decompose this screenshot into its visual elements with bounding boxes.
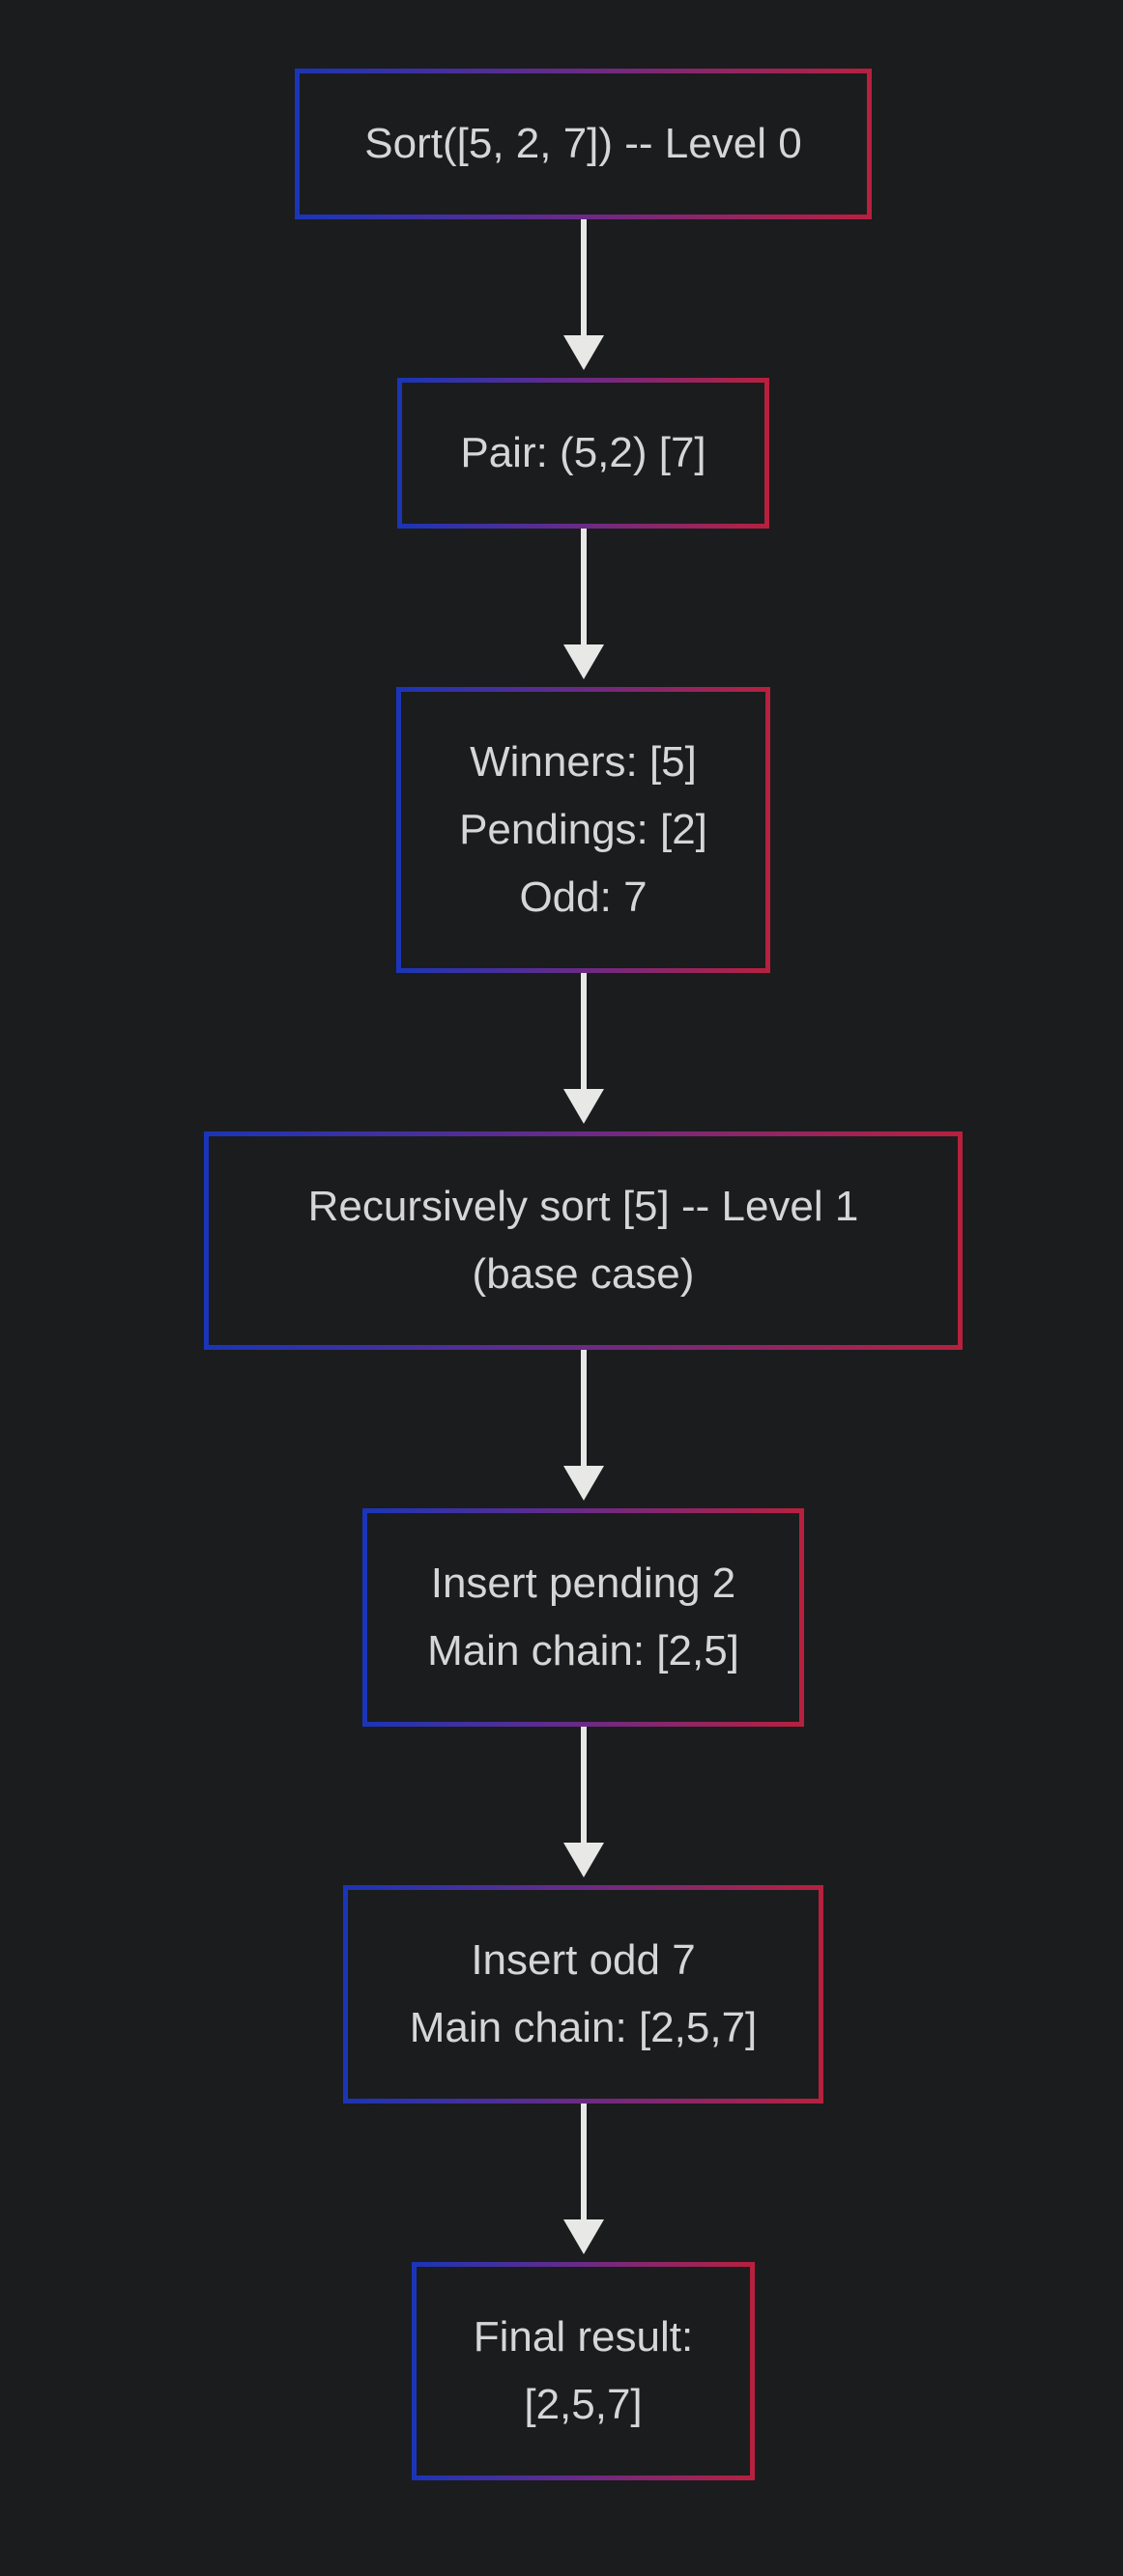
node-text-line: Pair: (5,2) [7] [460,429,706,476]
node-insert-odd: Insert odd 7 Main chain: [2,5,7] [343,1885,823,2104]
node-final-result: Final result: [2,5,7] [412,2262,755,2480]
node-text-line: Insert odd 7 [471,1936,696,1984]
node-text-line: Winners: [5] [470,738,697,786]
node-text-line: Pendings: [2] [459,806,707,853]
arrow-head [563,644,604,679]
node-winners-pendings-odd: Winners: [5] Pendings: [2] Odd: 7 [396,687,770,973]
arrow-head [563,1466,604,1501]
node-text-line: Recursively sort [5] -- Level 1 [307,1183,859,1230]
arrow-head [563,2219,604,2254]
arrow-head [563,335,604,370]
node-text-line: Odd: 7 [519,873,648,921]
node-recursive-sort-level-1: Recursively sort [5] -- Level 1 (base ca… [204,1131,963,1350]
node-text-line: Final result: [473,2313,694,2361]
arrow-head [563,1843,604,1877]
node-insert-pending: Insert pending 2 Main chain: [2,5] [362,1508,804,1727]
node-text-line: Main chain: [2,5,7] [409,2004,758,2051]
node-pair: Pair: (5,2) [7] [397,378,769,529]
arrow-head [563,1089,604,1124]
node-sort-level-0: Sort([5, 2, 7]) -- Level 0 [295,69,872,219]
node-text-line: [2,5,7] [524,2381,643,2428]
node-text-line: Main chain: [2,5] [427,1627,739,1674]
node-text-line: Sort([5, 2, 7]) -- Level 0 [364,120,802,167]
node-text-line: Insert pending 2 [430,1560,736,1607]
node-text-line: (base case) [472,1250,695,1298]
